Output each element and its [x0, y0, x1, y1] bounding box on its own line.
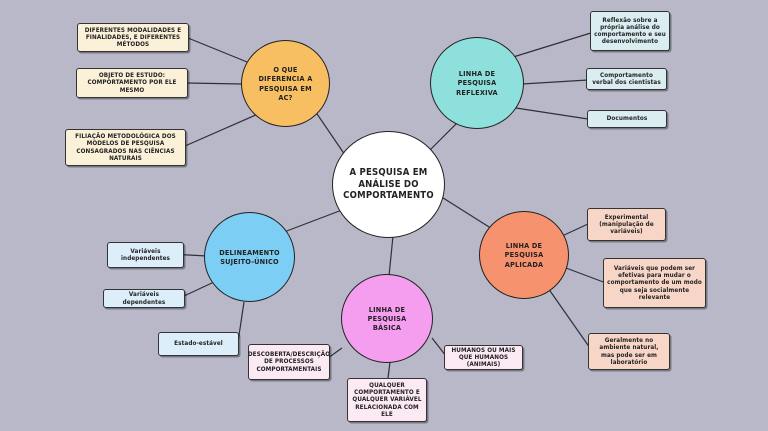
link-center-basica [388, 235, 394, 277]
link-center-diferencia [312, 107, 346, 156]
child-box-basica-2[interactable]: HUMANOS OU MAIS QUE HUMANOS (ANIMAIS) [444, 345, 523, 370]
link-aplicada-3 [547, 287, 591, 349]
child-box-delineamento-3[interactable]: Estado-estável [158, 332, 239, 356]
branch-node-basica[interactable]: LINHA DE PESQUISA BÁSICA [341, 274, 433, 363]
child-box-aplicada-2[interactable]: Variáveis que podem ser efetivas para mu… [603, 258, 706, 308]
branch-label-basica: LINHA DE PESQUISA BÁSICA [367, 304, 407, 333]
link-diferencia-2 [186, 82, 243, 85]
child-box-reflexiva-3[interactable]: Documentos [587, 110, 667, 128]
link-basica-1 [327, 347, 343, 359]
link-diferencia-1 [187, 37, 253, 65]
link-reflexiva-3 [515, 107, 589, 120]
child-box-reflexiva-1[interactable]: Reflexão sobre a própria análise do comp… [590, 11, 670, 51]
link-aplicada-1 [561, 223, 589, 237]
link-reflexiva-2 [521, 79, 589, 85]
central-topic-node[interactable]: A PESQUISA EM ANÁLISE DO COMPORTAMENTO [332, 131, 445, 238]
child-box-aplicada-1[interactable]: Experimental (manipulação de variáveis) [587, 208, 666, 241]
child-box-aplicada-3[interactable]: Geralmente no ambiente natural, mas pode… [588, 333, 670, 370]
child-box-delineamento-2[interactable]: Variáveis dependentes [103, 289, 185, 308]
branch-label-reflexiva: LINHA DE PESQUISA REFLEXIVA [456, 69, 498, 97]
child-box-basica-3[interactable]: QUALQUER COMPORTAMENTO E QUALQUER VARIÁV… [347, 378, 427, 422]
branch-node-aplicada[interactable]: LINHA DE PESQUISA APLICADA [479, 211, 569, 299]
child-box-diferencia-2[interactable]: OBJETO DE ESTUDO: COMPORTAMENTO POR ELE … [76, 68, 188, 98]
child-box-basica-1[interactable]: DESCOBERTA/DESCRIÇÃO DE PROCESSOS COMPOR… [248, 344, 330, 380]
link-delineamento-3 [237, 301, 245, 343]
child-box-reflexiva-2[interactable]: Comportamento verbal dos cientistas [586, 68, 667, 90]
branch-node-diferencia[interactable]: O QUE DIFERENCIA A PESQUISA EM AC? [241, 40, 330, 127]
branch-label-aplicada: LINHA DE PESQUISA APLICADA [504, 241, 544, 269]
link-basica-3 [387, 361, 391, 379]
link-center-aplicada [439, 195, 498, 233]
link-center-reflexiva [429, 119, 461, 151]
branch-node-reflexiva[interactable]: LINHA DE PESQUISA REFLEXIVA [430, 37, 524, 129]
branch-label-diferencia: O QUE DIFERENCIA A PESQUISA EM AC? [258, 65, 313, 102]
branch-node-delineamento[interactable]: DELINEAMENTO SUJEITO-ÚNICO [204, 212, 295, 302]
child-box-delineamento-1[interactable]: Variáveis independentes [107, 242, 184, 268]
central-topic-label: A PESQUISA EM ANÁLISE DO COMPORTAMENTO [343, 166, 434, 202]
link-reflexiva-1 [509, 31, 595, 59]
link-diferencia-3 [184, 113, 259, 147]
link-basica-2 [431, 337, 447, 357]
branch-label-delineamento: DELINEAMENTO SUJEITO-ÚNICO [219, 247, 280, 266]
child-box-diferencia-3[interactable]: FILIAÇÃO METODOLÓGICA DOS MODELOS DE PES… [65, 129, 186, 166]
link-center-delineamento [283, 209, 343, 233]
child-box-diferencia-1[interactable]: DIFERENTES MODALIDADES E FINALIDADES, E … [77, 23, 189, 52]
link-delineamento-2 [183, 281, 215, 297]
link-aplicada-2 [565, 267, 607, 284]
